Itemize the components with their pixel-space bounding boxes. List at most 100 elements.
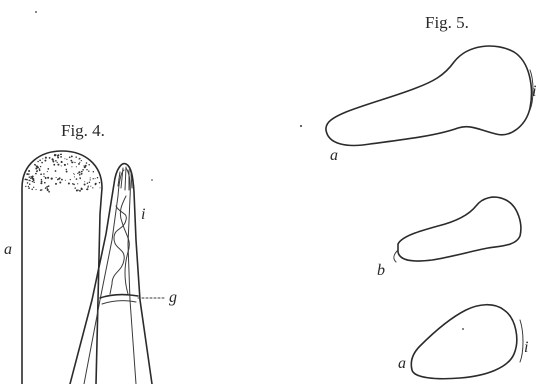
- stipple-dot: [37, 161, 39, 163]
- stipple-dot: [76, 166, 77, 167]
- stipple-dot: [59, 181, 61, 183]
- stipple-dot: [56, 177, 57, 178]
- stipple-dot: [61, 179, 63, 181]
- stipple-dot: [88, 186, 89, 187]
- stipple-dot: [78, 189, 79, 190]
- stipple-dot: [72, 162, 73, 163]
- stipple-dot: [55, 160, 57, 162]
- stipple-dot: [99, 187, 100, 188]
- stipple-dot: [64, 164, 66, 166]
- stipple-dot: [44, 182, 46, 184]
- stipple-dot: [66, 159, 67, 160]
- stipple-dot: [71, 155, 73, 157]
- stipple-dot: [57, 157, 59, 159]
- fig5-middle-outline: [398, 197, 521, 261]
- fig4-crossbar-lower: [102, 301, 136, 304]
- stipple-dot: [37, 170, 38, 171]
- stipple-dot: [89, 182, 91, 184]
- stipple-dot: [81, 173, 83, 175]
- fig5-bottom-outline: [411, 305, 516, 379]
- stipple-dot: [47, 168, 49, 170]
- stipple-dot: [70, 179, 71, 180]
- stipple-dot: [39, 168, 41, 170]
- stipple-dot: [60, 156, 62, 158]
- stipple-dot: [32, 181, 33, 182]
- stipple-dot: [28, 187, 30, 189]
- stipple-dot: [82, 169, 84, 171]
- stipple-dot: [84, 181, 85, 182]
- stipple-dot: [74, 176, 75, 177]
- stipple-dot: [40, 182, 42, 184]
- stipple-dot: [92, 187, 93, 188]
- fig5-top-outline: [326, 46, 532, 145]
- stipple-dot: [48, 191, 50, 193]
- stipple-dot: [27, 179, 28, 180]
- stipple-dot: [55, 170, 57, 172]
- stipple-dot: [81, 171, 83, 173]
- stipple-dot: [77, 173, 78, 174]
- stipple-dot: [41, 180, 43, 182]
- fig5-bottom-label-a: a: [398, 355, 406, 372]
- stipple-dot: [45, 177, 47, 179]
- stipple-dot: [29, 183, 31, 185]
- stipple-dot: [66, 169, 67, 170]
- stipple-dot: [88, 164, 89, 165]
- stipple-dot: [78, 158, 79, 159]
- stipple-dot: [33, 187, 34, 188]
- stipple-dot: [33, 180, 35, 182]
- stipple-dot: [97, 177, 98, 178]
- stipple-dot: [45, 187, 47, 189]
- fig5-top-label-i: i: [532, 83, 536, 100]
- fig4-group: Fig. 4. a i g: [4, 121, 177, 384]
- stipple-dot: [45, 157, 47, 159]
- fig4-caption: Fig. 4.: [61, 121, 105, 140]
- stipple-dot: [59, 177, 60, 178]
- stipple-dot: [78, 171, 80, 173]
- stipple-dot: [25, 186, 26, 187]
- stipple-dot: [60, 154, 61, 155]
- stipple-dot: [30, 176, 32, 178]
- stipple-dot: [39, 159, 41, 161]
- stipple-dot: [68, 182, 70, 184]
- fig5-group: Fig. 5. a i b a i: [326, 13, 537, 379]
- stipple-dot: [90, 179, 91, 180]
- stipple-dot: [48, 185, 50, 187]
- stipple-dot: [93, 178, 94, 179]
- stipple-dot: [79, 190, 81, 192]
- stipple-dot: [95, 183, 97, 185]
- fig4-cone-inner-left: [84, 170, 124, 384]
- stipple-dot: [53, 164, 55, 166]
- stipple-dot: [47, 188, 48, 189]
- stipple-dot: [28, 186, 29, 187]
- stipple-dot: [30, 180, 31, 181]
- stipple-dot: [87, 183, 88, 184]
- stipple-dot: [29, 176, 31, 178]
- fig5-bottom-label-i: i: [524, 339, 528, 356]
- stipple-dot: [72, 183, 74, 185]
- stipple-dot: [76, 189, 78, 191]
- stipple-dot: [79, 177, 80, 178]
- fig5-bottom-bracket: [520, 320, 523, 362]
- stipple-dot: [47, 177, 49, 179]
- stipple-dot: [52, 161, 54, 163]
- stipple-dot: [42, 158, 43, 159]
- stipple-dot: [74, 174, 75, 175]
- stipple-dot: [67, 163, 68, 164]
- stipple-dot: [33, 181, 34, 182]
- plate-speck: [300, 125, 302, 127]
- stipple-dot: [41, 179, 42, 180]
- stipple-dot: [44, 160, 46, 162]
- stipple-dot: [57, 162, 58, 163]
- stipple-dot: [40, 173, 42, 175]
- fig4-cone-outer: [70, 164, 152, 384]
- fig4-tube-detail: [110, 206, 126, 294]
- stipple-dot: [99, 182, 100, 183]
- stipple-dot: [35, 164, 36, 165]
- stipple-dot: [78, 163, 80, 165]
- stipple-dot: [27, 182, 29, 184]
- fig5-bottom-dot: [462, 328, 464, 330]
- stipple-dot: [84, 183, 86, 185]
- stipple-dot: [55, 183, 57, 185]
- stipple-dot: [49, 157, 51, 159]
- stipple-dot: [41, 189, 43, 191]
